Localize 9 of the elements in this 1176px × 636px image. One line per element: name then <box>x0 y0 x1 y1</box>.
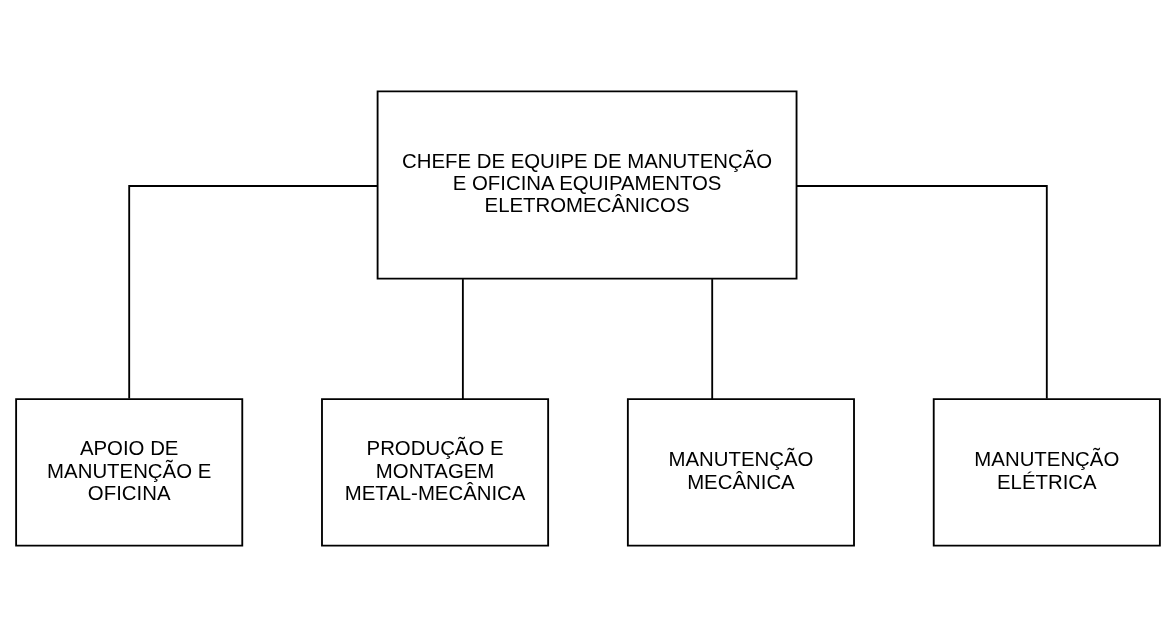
node-box: MANUTENÇÃO ELÉTRICA <box>932 397 1161 546</box>
node-box: MANUTENÇÃO MECÂNICA <box>626 397 855 546</box>
connector <box>711 277 714 400</box>
connector <box>461 277 464 400</box>
connector <box>128 184 379 400</box>
node-box: CHEFE DE EQUIPE DE MANUTENÇÃO E OFICINA EQUIPAMENTOS ELETROMECÂNICOS <box>376 90 798 280</box>
connector <box>795 184 1048 400</box>
node-box: APOIO DE MANUTENÇÃO E OFICINA <box>15 397 244 546</box>
node-box: PRODUÇÃO E MONTAGEM METAL-MECÂNICA <box>321 397 550 546</box>
